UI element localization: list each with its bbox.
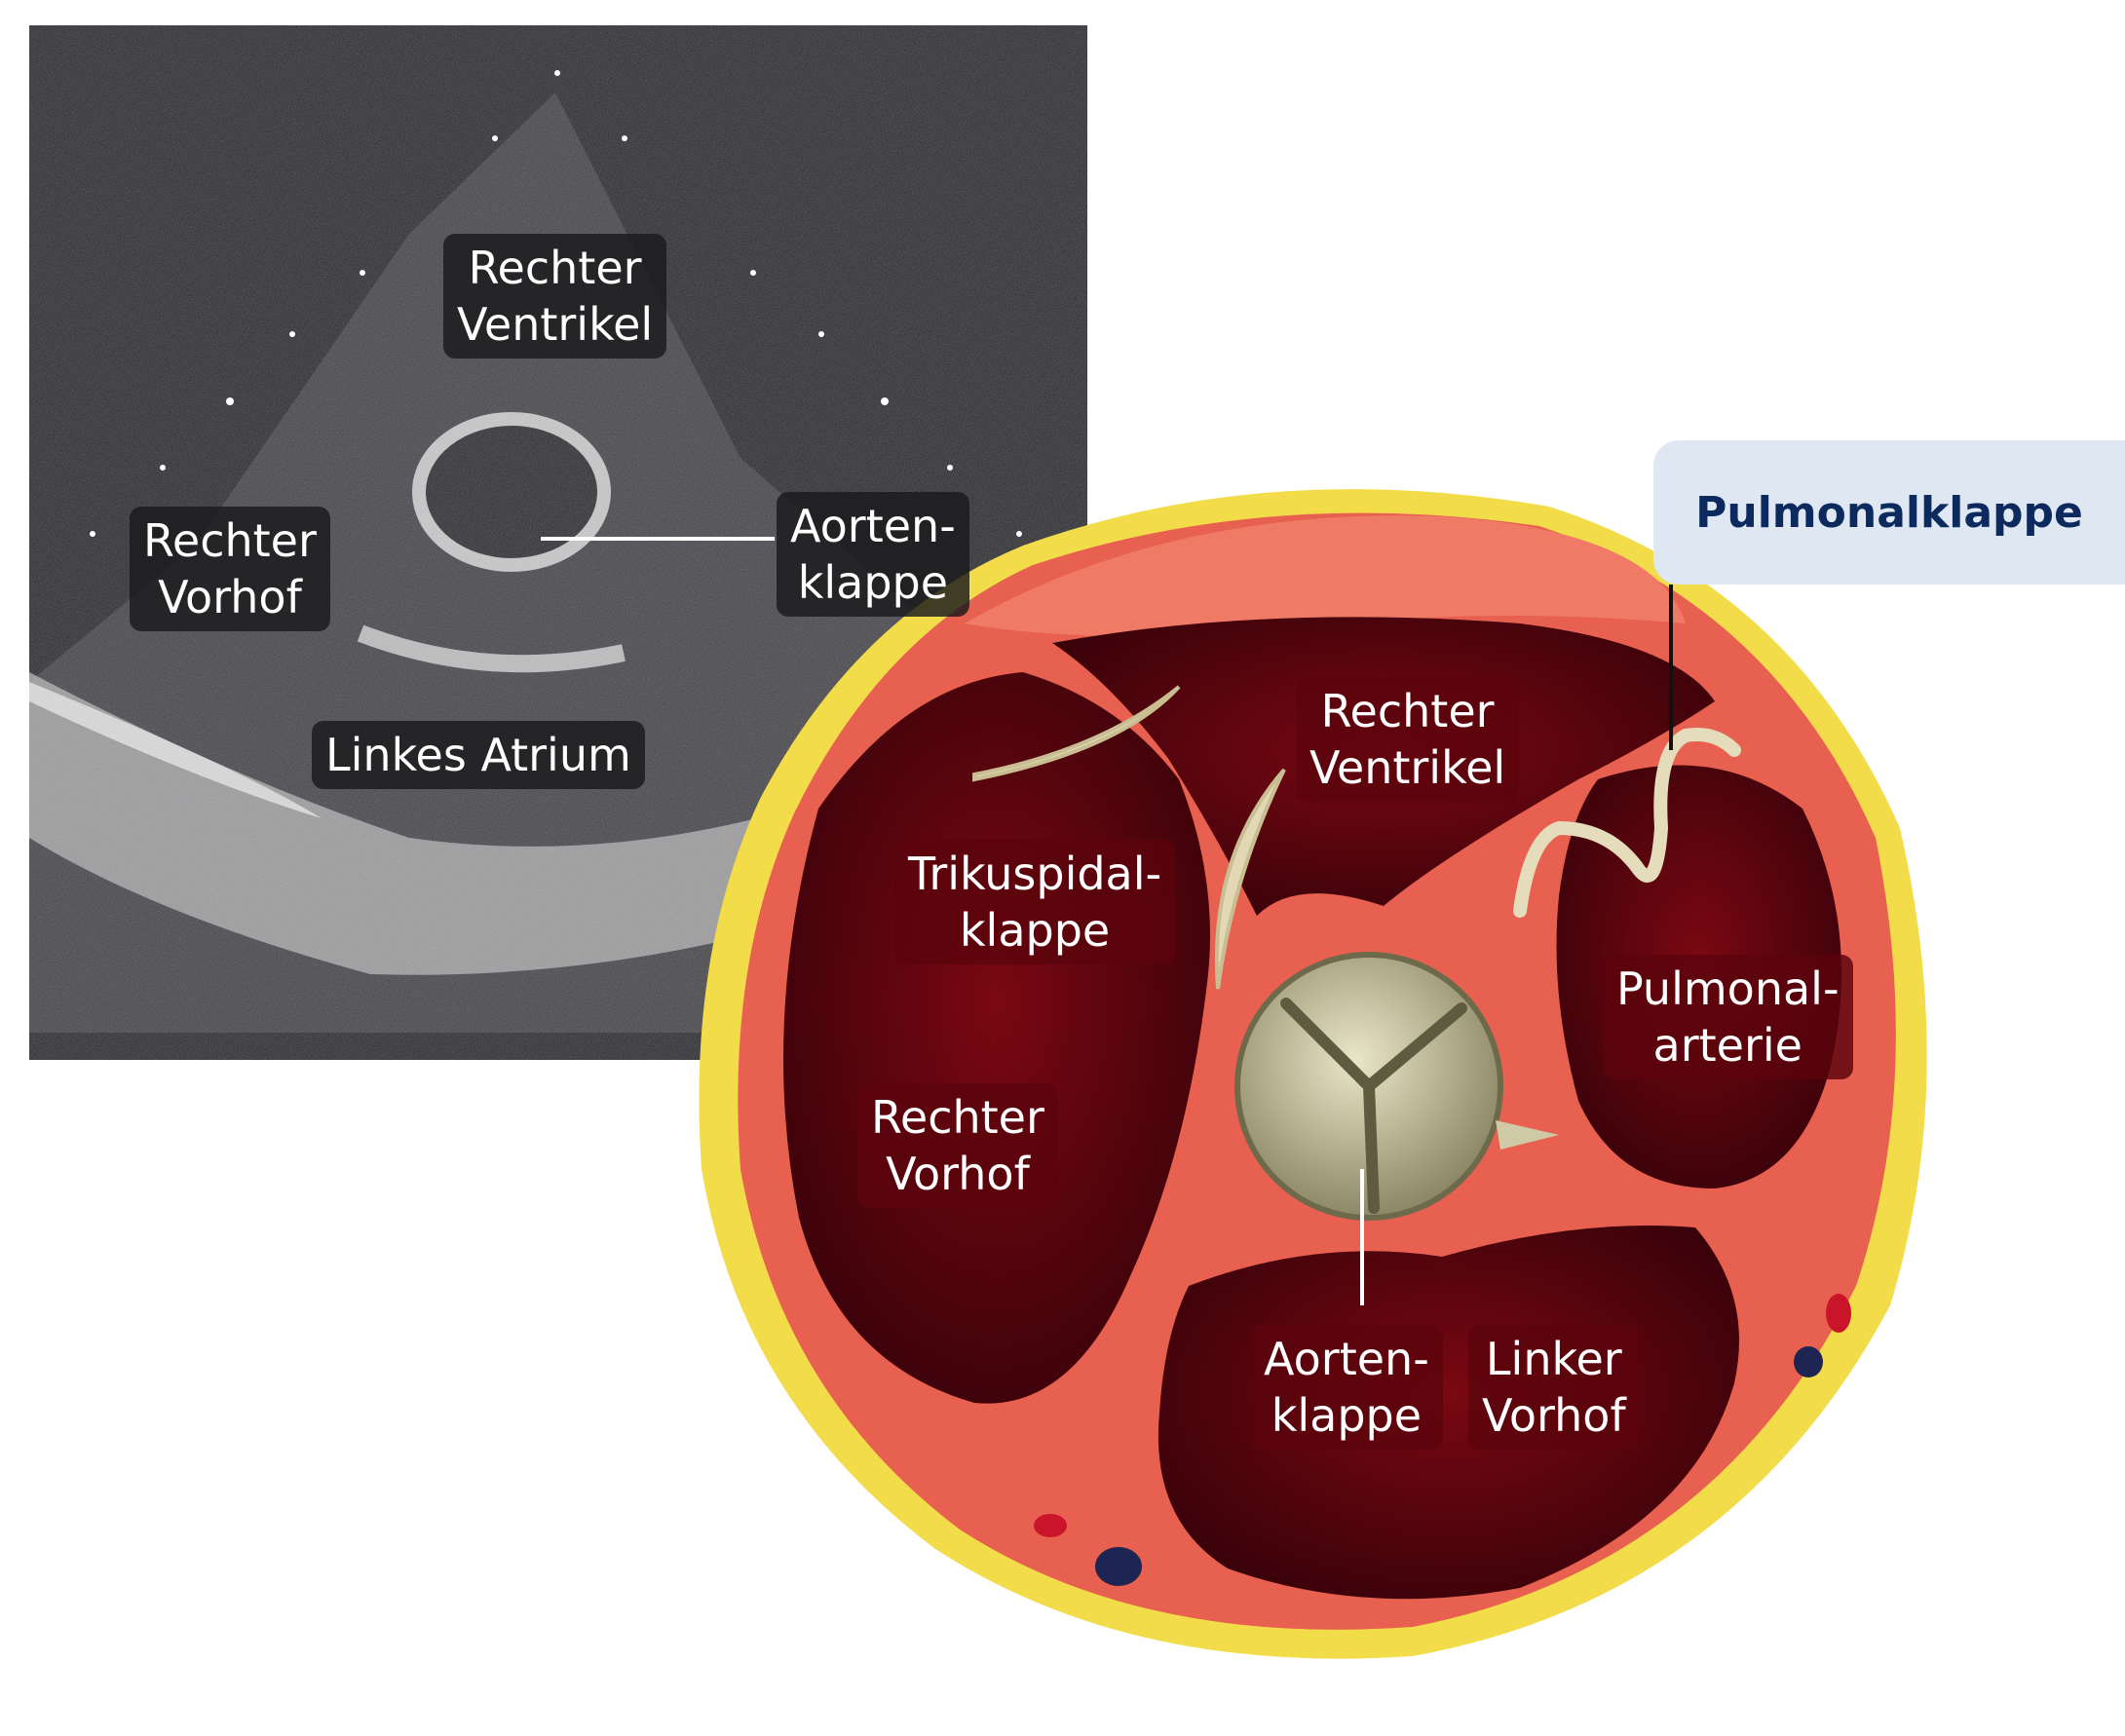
aortic-valve-graphic	[1218, 921, 1559, 1242]
anat-label-right-atrium: Rechter Vorhof	[857, 1083, 1058, 1208]
anat-label-aortic-valve: Aorten- klappe	[1250, 1325, 1443, 1450]
us-label-aortic-valve: Aorten- klappe	[777, 492, 969, 617]
pulmonary-valve-leaflets	[1513, 728, 1741, 918]
anat-label-right-ventricle: Rechter Ventrikel	[1296, 677, 1520, 802]
anat-label-left-atrium: Linker Vorhof	[1468, 1325, 1640, 1450]
anat-label-pulmonary-artery: Pulmonal- arterie	[1603, 955, 1853, 1079]
us-label-right-ventricle: Rechter Ventrikel	[443, 234, 667, 359]
us-label-right-atrium: Rechter Vorhof	[130, 507, 330, 631]
anat-label-tricuspid-valve: Trikuspidal- klappe	[894, 840, 1176, 964]
ultrasound-depth-markers	[90, 70, 1022, 537]
heart-outer-wall	[965, 515, 1686, 637]
us-label-left-atrium: Linkes Atrium	[312, 721, 645, 789]
pulmonary-valve-highlight-label: Pulmonalklappe	[1653, 440, 2125, 585]
chamber-left-atrium	[1157, 1226, 1739, 1600]
coronary-vessels	[1034, 1294, 1851, 1586]
tricuspid-leaflet-upper	[972, 685, 1181, 782]
tricuspid-leaflet-lower	[1214, 768, 1286, 990]
